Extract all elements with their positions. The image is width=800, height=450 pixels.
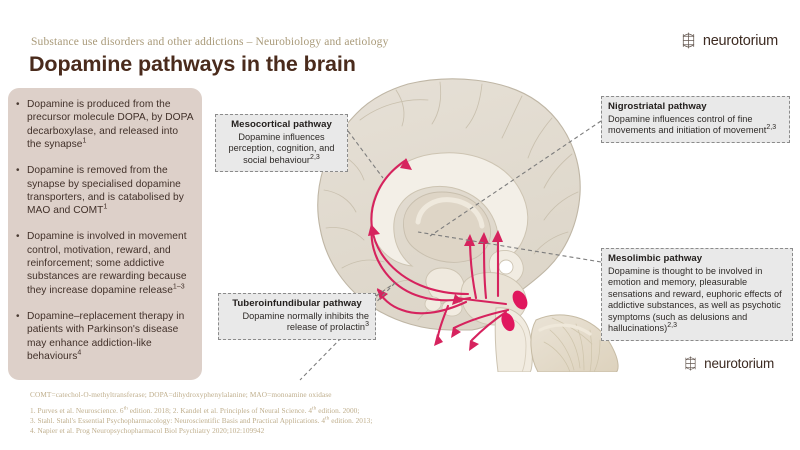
bullet-dot: • xyxy=(16,165,20,177)
mesolimbic-arrow-2 xyxy=(452,308,510,330)
reference-line-3: 4. Napier et al. Prog Neuropsychopharmac… xyxy=(30,426,265,436)
reference-superscript: 4 xyxy=(77,349,82,357)
list-item: • Dopamine–replacement therapy in patien… xyxy=(16,310,193,364)
brand-logo-top: neurotorium xyxy=(679,31,778,50)
neuron-tree-icon xyxy=(682,32,694,49)
key-points-panel: • Dopamine is produced from the precurso… xyxy=(8,88,202,380)
callout-body: Dopamine normally inhibits the release o… xyxy=(242,310,369,333)
list-item-text: Dopamine is produced from the precursor … xyxy=(27,99,193,151)
mesolimbic-arrow-3 xyxy=(470,310,508,342)
reference-superscript: 2,3 xyxy=(667,322,678,330)
neuron-tree-icon xyxy=(685,356,696,371)
reference-superscript: 1 xyxy=(82,137,87,145)
callout-body: Dopamine influences perception, cognitio… xyxy=(228,131,335,165)
bullet-dot: • xyxy=(16,231,20,243)
reference-superscript: 3 xyxy=(365,321,369,329)
tuberoinfundibular-arrow xyxy=(436,304,450,338)
callout-title: Tuberoinfundibular pathway xyxy=(232,298,362,309)
brand-name: neurotorium xyxy=(704,356,774,371)
list-item: • Dopamine is produced from the precurso… xyxy=(16,98,193,152)
brainstem xyxy=(494,307,533,372)
reference-line-1: 1. Purves et al. Neuroscience. 6th editi… xyxy=(30,405,360,415)
brand-logo-bottom: neurotorium xyxy=(682,355,774,372)
interthalamic-nucleus xyxy=(498,259,514,275)
brand-name: neurotorium xyxy=(702,32,778,49)
callout-nigrostriatal[interactable]: Nigrostriatal pathway Dopamine influence… xyxy=(601,96,790,143)
bullet-dot: • xyxy=(16,99,20,110)
callout-title: Mesolimbic pathway xyxy=(608,253,703,264)
list-item: • Dopamine is involved in movement contr… xyxy=(16,230,193,297)
bullet-dot: • xyxy=(16,310,20,322)
mesocortical-arrow-1 xyxy=(370,158,470,296)
reference-superscript: 2,3 xyxy=(310,153,320,161)
dopamine-cell-bodies xyxy=(501,290,528,332)
references-list: 1. Purves et al. Neuroscience. 6th editi… xyxy=(30,406,372,437)
reference-superscript: 2,3 xyxy=(766,124,777,132)
callout-body: Dopamine influences control of fine move… xyxy=(608,113,777,136)
callout-body: Dopamine is thought to be involved in em… xyxy=(608,265,782,334)
reference-superscript: 1 xyxy=(103,203,108,211)
page-title: Dopamine pathways in the brain xyxy=(29,52,356,76)
list-item-text: Dopamine–replacement therapy in patients… xyxy=(27,310,185,362)
abbreviations-note: COMT=catechol-O-methyltransferase; DOPA=… xyxy=(30,390,332,399)
callout-tuberoinfundibular[interactable]: Tuberoinfundibular pathway Dopamine norm… xyxy=(218,293,376,340)
slide-eyebrow: Substance use disorders and other addict… xyxy=(31,36,389,48)
callout-title: Mesocortical pathway xyxy=(231,119,332,130)
mesocortical-arrow-2 xyxy=(370,226,472,302)
callout-mesolimbic[interactable]: Mesolimbic pathway Dopamine is thought t… xyxy=(601,248,793,342)
callout-title: Nigrostriatal pathway xyxy=(608,101,707,112)
reference-line-2: 3. Stahl. Stahl's Essential Psychopharma… xyxy=(30,415,373,426)
reference-superscript: 1–3 xyxy=(172,283,185,291)
list-item: • Dopamine is removed from the synapse b… xyxy=(16,164,193,218)
callout-mesocortical[interactable]: Mesocortical pathway Dopamine influences… xyxy=(215,114,348,173)
cerebellum xyxy=(530,314,619,372)
list-item-text: Dopamine is involved in movement control… xyxy=(27,231,187,296)
list-item-text: Dopamine is removed from the synapse by … xyxy=(27,165,184,217)
